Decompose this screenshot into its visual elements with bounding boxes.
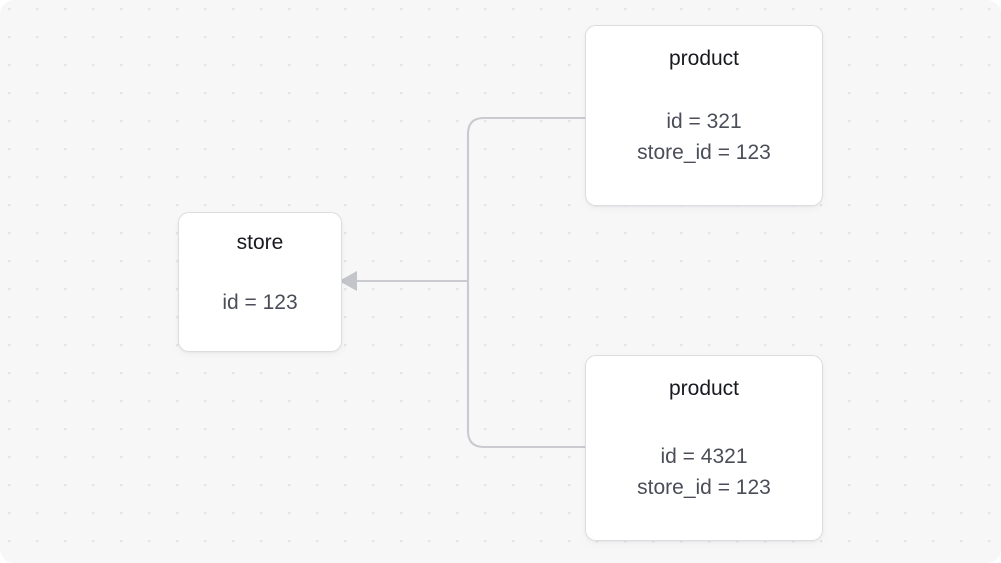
- edge-product-b-to-store: [466, 279, 587, 449]
- node-title: product: [668, 47, 740, 70]
- node-field-store-id: store_id = 123: [637, 140, 771, 164]
- node-body: id = 123: [222, 291, 297, 316]
- node-product-b[interactable]: product id = 4321 store_id = 123: [585, 355, 823, 541]
- node-field-id: id = 4321: [660, 445, 748, 469]
- node-field-id: id = 123: [222, 291, 298, 315]
- node-title: product: [668, 377, 740, 400]
- node-body: id = 4321 store_id = 123: [637, 445, 771, 501]
- node-body: id = 321 store_id = 123: [637, 110, 771, 166]
- node-product-a[interactable]: product id = 321 store_id = 123: [585, 25, 823, 206]
- node-field-store-id: store_id = 123: [637, 475, 771, 499]
- node-title: store: [236, 231, 284, 254]
- node-field-id: id = 321: [666, 110, 742, 134]
- edge-product-a-to-store: [466, 116, 587, 283]
- node-store[interactable]: store id = 123: [178, 212, 342, 352]
